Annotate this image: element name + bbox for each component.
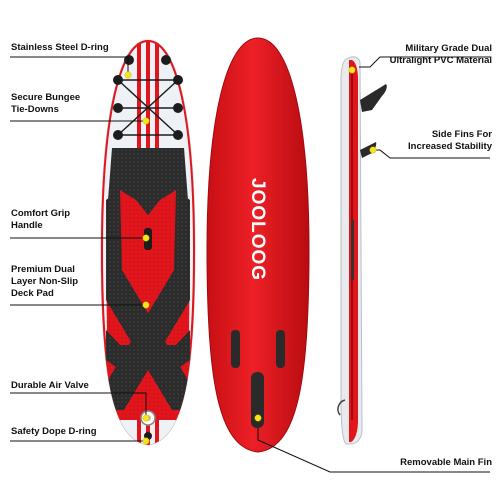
brand-logo: JOOLOOG (247, 178, 268, 281)
label-main-fin: Removable Main Fin (400, 457, 492, 468)
label-side-fins: Side Fins For Increased Stability (408, 129, 492, 152)
label-safety-ring: Safety Dope D-ring (11, 426, 97, 437)
feature-markers (124, 66, 377, 445)
label-d-ring: Stainless Steel D-ring (11, 42, 109, 53)
label-deck-pad: Premium Dual Layer Non-Slip Deck Pad (11, 264, 79, 299)
callout-lines (10, 56, 490, 473)
deck-board (100, 39, 196, 446)
label-material: Military Grade Dual Ultralight PVC Mater… (389, 43, 492, 66)
label-bungee: Secure Bungee Tie-Downs (11, 92, 81, 115)
side-board (337, 56, 387, 445)
bottom-board: JOOLOOG (206, 37, 310, 453)
label-air-valve: Durable Air Valve (11, 380, 89, 391)
label-handle: Comfort Grip Handle (11, 208, 71, 231)
